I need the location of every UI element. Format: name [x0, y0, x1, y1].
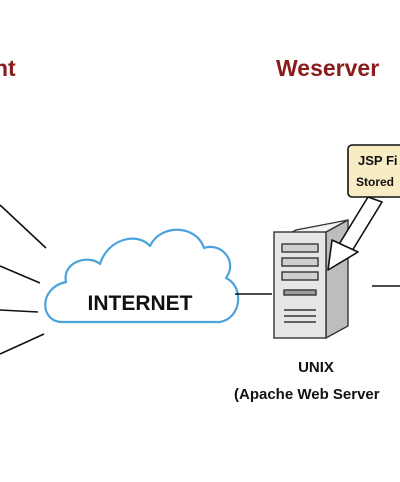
- server-slot: [283, 289, 317, 296]
- internet-cloud: INTERNET: [44, 228, 240, 324]
- cloud-shape: [44, 228, 240, 324]
- internet-label: INTERNET: [88, 292, 193, 315]
- note-line-2: Stored: [356, 175, 394, 189]
- client-line-1: [0, 204, 47, 249]
- client-line-4: [0, 333, 45, 355]
- server-tower-icon: [273, 218, 349, 340]
- arrow-head: [327, 239, 359, 271]
- server-drive-bay-1: [281, 243, 319, 253]
- server-drive-bay-3: [281, 271, 319, 281]
- client-line-2: [0, 265, 41, 284]
- note-box: [347, 144, 400, 198]
- client-connection-lines: [0, 204, 47, 355]
- server-drive-bay-2: [281, 257, 319, 267]
- note-line-1: JSP Fi: [358, 153, 398, 168]
- server-software-label: (Apache Web Server: [234, 386, 380, 403]
- client-heading-fragment: nt: [0, 55, 16, 81]
- webserver-heading: Weserver: [276, 55, 379, 81]
- server-os-label: UNIX: [298, 359, 334, 376]
- jsp-files-note: JSP Fi Stored: [347, 144, 400, 198]
- client-line-3: [0, 309, 39, 313]
- note-arrow-icon: [327, 196, 383, 271]
